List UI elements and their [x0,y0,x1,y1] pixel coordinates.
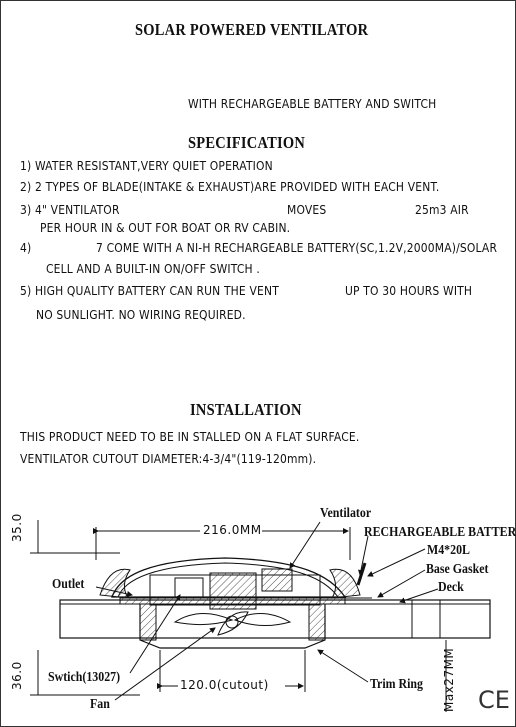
label-screw: M4*20L [427,543,470,558]
label-outlet: Outlet [52,577,85,592]
spec-item-4-num: 4) [20,240,32,255]
spec-item-3-cont: PER HOUR IN & OUT FOR BOAT OR RV CABIN. [40,220,291,235]
label-deck: Deck [438,580,464,595]
dimension-top-height: 35.0 [10,513,24,542]
install-line-1: THIS PRODUCT NEED TO BE IN STALLED ON A … [20,429,360,444]
spec-item-4-cont: CELL AND A BUILT-IN ON/OFF SWITCH . [46,261,260,276]
install-line-2: VENTILATOR CUTOUT DIAMETER:4-3/4"(119-12… [20,451,317,466]
spec-item-5-cont: NO SUNLIGHT. NO WIRING REQUIRED. [36,307,246,322]
spec-item-3-moves: MOVES [287,202,327,217]
spec-item-2: 2) 2 TYPES OF BLADE(INTAKE & EXHAUST)ARE… [20,179,440,194]
install-heading: INSTALLATION [190,400,302,419]
spec-item-4: 7 COME WITH A NI-H RECHARGEABLE BATTERY(… [96,240,498,255]
spec-item-3-label: 3) 4" VENTILATOR [20,202,120,217]
label-fan: Fan [90,697,110,712]
dimension-max-height: Max27MM [442,647,456,712]
label-ventilator: Ventilator [320,506,372,521]
label-trim-ring: Trim Ring [370,677,424,692]
document-title: SOLAR POWERED VENTILATOR [135,20,369,39]
spec-heading: SPECIFICATION [188,133,306,152]
dimension-cutout: 120.0(cutout) [180,678,269,692]
spec-item-5: 5) HIGH QUALITY BATTERY CAN RUN THE VENT [20,283,279,298]
spec-item-5-hours: UP TO 30 HOURS WITH [345,283,473,298]
ce-mark: CE [478,686,510,714]
spec-item-3-volume: 25m3 AIR [415,202,469,217]
label-rechargeable-battery: RECHARGEABLE BATTERY [364,525,516,540]
dimension-bottom-height: 36.0 [10,661,24,690]
label-base-gasket: Base Gasket [426,562,489,577]
label-switch: Swtich(13027) [48,670,121,685]
spec-item-1: 1) WATER RESISTANT,VERY QUIET OPERATION [20,158,273,173]
document-subtitle: WITH RECHARGEABLE BATTERY AND SWITCH [188,96,437,111]
dimension-width: 216.0MM [203,523,262,537]
